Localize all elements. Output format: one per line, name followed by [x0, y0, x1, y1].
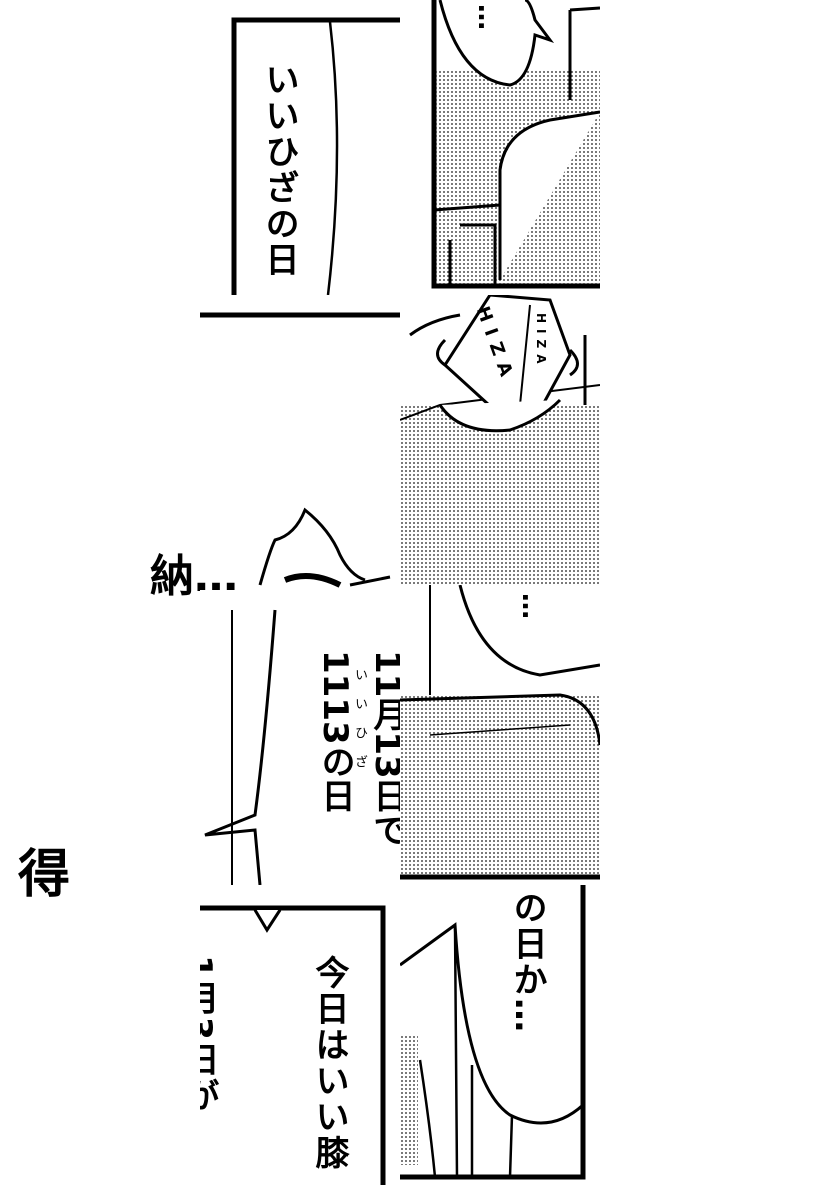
- date-text: 11月13日で: [367, 650, 400, 847]
- fragment-text: 得: [18, 845, 71, 905]
- furigana-text: いいひざ: [352, 668, 367, 784]
- room-illustration: [431, 0, 600, 289]
- balloon-text: の日か…: [507, 890, 547, 1034]
- panel-bottom-left: 今日はいい膝 1月3日が…: [200, 905, 390, 1185]
- balloon-frame: [231, 17, 400, 295]
- ellipsis-text: …: [516, 593, 546, 621]
- panel-lower-right: …: [400, 585, 600, 880]
- number-text: 1113の日: [315, 650, 355, 813]
- book-illustration: [400, 295, 600, 433]
- panel-mid-right: HIZA HIZA: [400, 295, 600, 585]
- panel-bottom-right: の日か…: [400, 885, 590, 1185]
- caption-text: 今日はいい膝: [309, 955, 349, 1171]
- panel-top-right: …: [400, 0, 600, 290]
- caption-box: [200, 905, 386, 1185]
- balloon-text: いいひざの日: [259, 62, 299, 278]
- panel-mid-left: [200, 295, 400, 590]
- panel-top-left: いいひざの日: [200, 0, 400, 295]
- panel-lower-left: 11月13日で いいひざ 1113の日: [200, 590, 400, 885]
- ellipsis-text: …: [472, 4, 502, 32]
- balloon-illustration: [400, 885, 586, 1180]
- book-spine-title: HIZA: [534, 313, 548, 370]
- caption-text-partial: 1月3日が…: [200, 955, 219, 1151]
- body-illustration: [400, 585, 600, 880]
- character-head: [200, 312, 400, 588]
- balloon-frame: [204, 609, 277, 885]
